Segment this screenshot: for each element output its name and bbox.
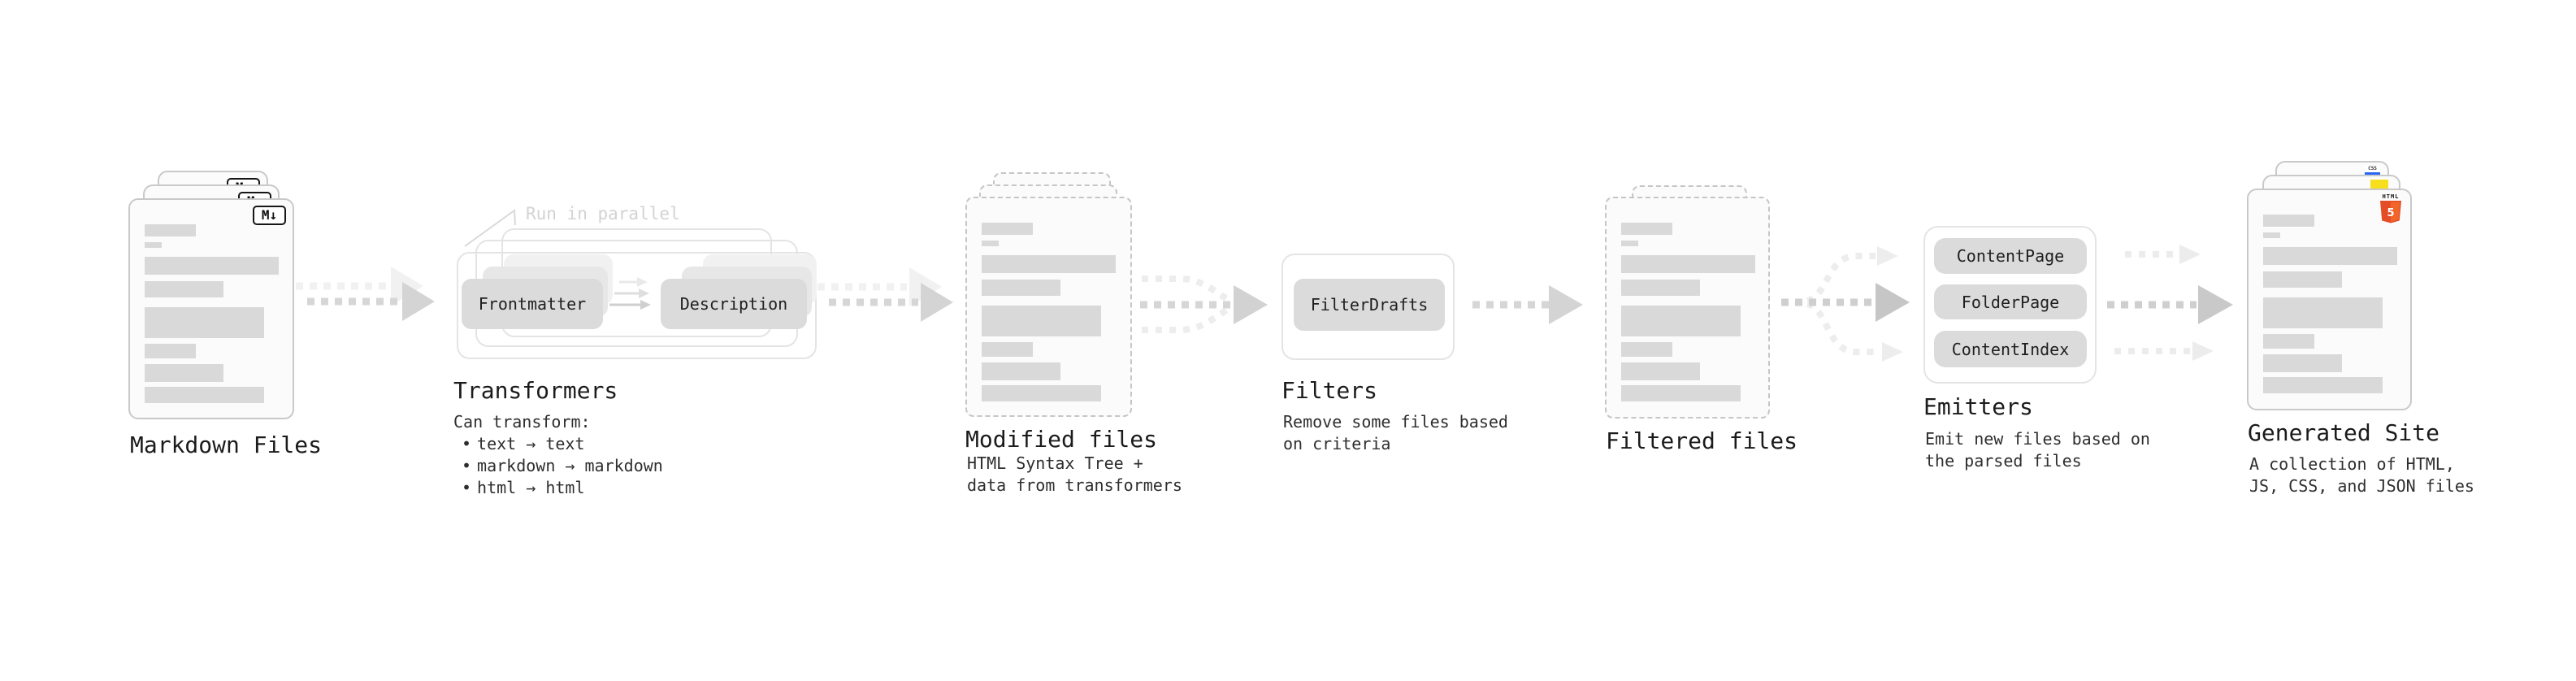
desc-line: A collection of HTML, <box>2249 454 2455 474</box>
desc-line: Remove some files based <box>1283 412 1508 432</box>
markdown-files-label: Markdown Files <box>130 432 323 458</box>
placeholder-bar <box>2263 334 2314 349</box>
transformer-outline-front <box>457 252 817 359</box>
js-badge-icon <box>2370 180 2388 190</box>
emitters-desc: Emit new files based on the parsed files <box>1925 428 2150 472</box>
markdown-file-card-front: M↓ <box>128 198 294 419</box>
placeholder-bar <box>145 364 223 382</box>
emitter-contentpage-box: ContentPage <box>1934 238 2087 274</box>
flow-arrow-ghost <box>817 267 942 306</box>
emitter-contentindex-box: ContentIndex <box>1934 331 2087 367</box>
placeholder-bar <box>145 224 196 236</box>
flow-arrow <box>307 282 435 321</box>
filters-heading: Filters <box>1281 377 1378 404</box>
generated-site-desc: A collection of HTML, JS, CSS, and JSON … <box>2249 453 2474 497</box>
placeholder-bar <box>1621 255 1755 273</box>
placeholder-bar <box>1621 280 1700 296</box>
bullet-dot: • <box>462 456 472 475</box>
placeholder-bar <box>1621 306 1741 336</box>
svg-text:5: 5 <box>2387 207 2394 219</box>
bullet-text: markdown → markdown <box>477 456 663 475</box>
placeholder-bar <box>1621 385 1741 401</box>
filtered-file-card-front <box>1605 197 1770 419</box>
placeholder-bar <box>982 306 1101 336</box>
markdown-icon: M↓ <box>253 206 286 225</box>
description-transformer-box: Description <box>661 279 807 329</box>
placeholder-bar <box>982 280 1060 296</box>
modified-file-card-front <box>965 197 1132 417</box>
bullet-dot: • <box>462 434 472 453</box>
modified-files-desc: HTML Syntax Tree + data from transformer… <box>967 453 1182 497</box>
transformers-bullet-list: • text → text • markdown → markdown • html … <box>462 433 663 499</box>
desc-line: the parsed files <box>1925 451 2082 471</box>
placeholder-bar <box>2263 247 2397 265</box>
run-in-parallel-note: Run in parallel <box>526 204 680 223</box>
filtered-files-heading: Filtered files <box>1606 427 1798 454</box>
placeholder-bar <box>2263 215 2314 227</box>
flow-arrow <box>1472 285 1583 324</box>
placeholder-bar <box>145 257 279 275</box>
desc-line: data from transformers <box>967 475 1182 495</box>
placeholder-bar <box>145 281 223 297</box>
placeholder-bar <box>2263 297 2383 328</box>
placeholder-bar <box>982 385 1101 401</box>
placeholder-bar <box>145 307 264 338</box>
desc-line: JS, CSS, and JSON files <box>2249 476 2474 496</box>
placeholder-bar <box>2263 354 2342 372</box>
placeholder-bar <box>145 242 162 248</box>
desc-line: on criteria <box>1283 434 1391 453</box>
desc-line: Emit new files based on <box>1925 429 2150 449</box>
css-badge-icon: CSS <box>2365 166 2380 175</box>
transformers-heading: Transformers <box>453 377 618 404</box>
desc-line: HTML Syntax Tree + <box>967 453 1143 473</box>
placeholder-bar <box>2263 232 2280 238</box>
flow-arrow-ghost <box>296 267 423 306</box>
placeholder-bar <box>2263 271 2342 288</box>
html5-badge-label: HTML <box>2382 193 2400 200</box>
placeholder-bar <box>982 223 1033 235</box>
fan-out-arrow <box>1781 246 1910 362</box>
placeholder-bar <box>145 387 264 403</box>
fan-in-arrow <box>1140 275 1268 333</box>
placeholder-bar <box>1621 241 1638 246</box>
filterdrafts-box: FilterDrafts <box>1294 279 1445 331</box>
placeholder-bar <box>982 241 999 246</box>
flow-arrow <box>829 283 953 322</box>
html5-shield-icon: 5 <box>2380 201 2401 223</box>
modified-files-heading: Modified files <box>965 426 1158 453</box>
emitters-heading: Emitters <box>1923 393 2033 420</box>
placeholder-bar <box>145 344 196 358</box>
bullet-text: html → html <box>477 478 585 497</box>
placeholder-bar <box>1621 342 1672 357</box>
bullet-dot: • <box>462 478 472 497</box>
placeholder-bar <box>2263 377 2383 393</box>
bullet-item: • markdown → markdown <box>462 455 663 477</box>
placeholder-bar <box>982 362 1060 380</box>
frontmatter-transformer-box: Frontmatter <box>462 279 603 329</box>
bullet-text: text → text <box>477 434 585 453</box>
generated-site-heading: Generated Site <box>2248 419 2440 446</box>
generated-site-card-front: HTML 5 <box>2247 189 2412 410</box>
transformers-desc-title: Can transform: <box>453 412 591 432</box>
placeholder-bar <box>1621 223 1672 235</box>
bullet-item: • html → html <box>462 477 663 499</box>
emitter-folderpage-box: FolderPage <box>1934 284 2087 319</box>
placeholder-bar <box>982 255 1116 273</box>
filters-desc: Remove some files based on criteria <box>1283 411 1508 455</box>
emitter-output-arrows <box>2107 245 2233 361</box>
placeholder-bar <box>1621 362 1700 380</box>
html5-badge-icon: HTML 5 <box>2379 193 2403 227</box>
bullet-item: • text → text <box>462 433 663 455</box>
placeholder-bar <box>982 342 1033 357</box>
